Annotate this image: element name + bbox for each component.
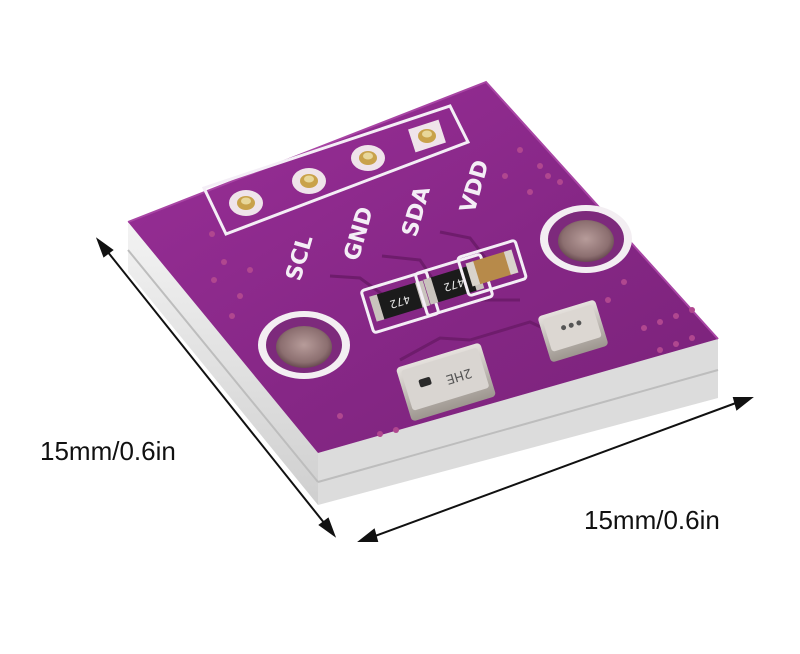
pcb-board: SCL GND SDA VDD 4 — [127, 80, 719, 505]
pcb-edge-left — [128, 222, 318, 505]
mounting-hole-left — [258, 311, 350, 379]
sensor-marking: 2HE — [444, 365, 474, 387]
resistor-2-marking: 472 — [442, 275, 466, 294]
pin-pad-scl — [229, 190, 263, 216]
mounting-hole-right — [540, 205, 632, 273]
sensor-chip-large: 2HE — [396, 343, 496, 421]
resistor-1-marking: 472 — [388, 292, 412, 311]
dimension-arrow-right — [357, 397, 754, 542]
header-outline — [201, 104, 471, 236]
pin-pad-gnd — [292, 168, 326, 194]
capacitor — [456, 239, 528, 297]
vias — [209, 147, 695, 437]
sensor-chip-small — [538, 300, 608, 362]
dimension-label-left: 15mm/0.6in — [40, 436, 176, 466]
pin-pad-vdd — [408, 119, 446, 153]
pin-pad-sda — [351, 145, 385, 171]
pcb-edge-front — [318, 339, 718, 505]
dimension-label-right: 15mm/0.6in — [584, 505, 720, 535]
dimension-arrow-left — [95, 237, 337, 538]
